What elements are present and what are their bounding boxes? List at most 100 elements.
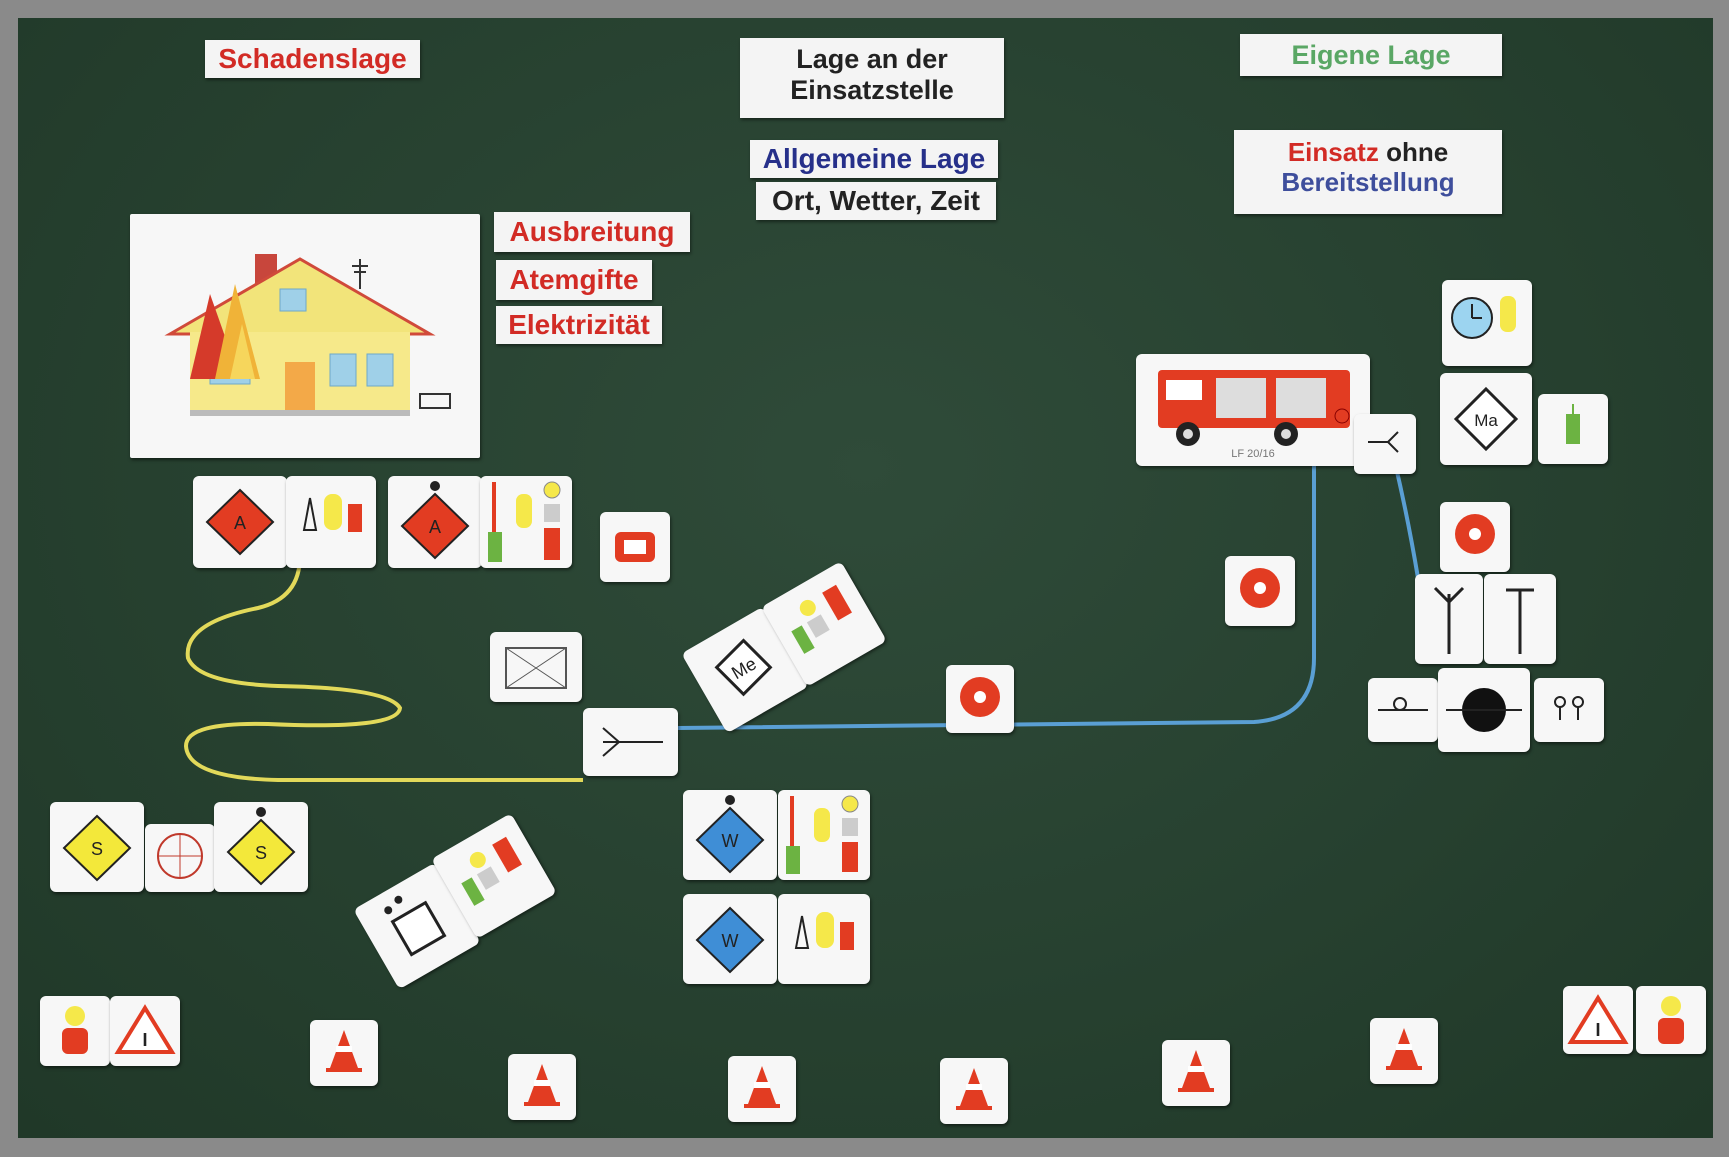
valve-card-middle[interactable]: [946, 665, 1014, 733]
cone-icon: [1386, 1028, 1422, 1070]
label-ausbreitung: Ausbreitung: [494, 212, 690, 252]
cone-card-3[interactable]: [728, 1056, 796, 1122]
unit-w-letter: W: [722, 931, 739, 951]
hydrant-icon: [1446, 688, 1522, 732]
unit-a-letter: A: [234, 513, 246, 533]
unit-w-leader-letter: W: [722, 831, 739, 851]
cone-icon: [524, 1064, 560, 1106]
warning-card-left[interactable]: I: [110, 996, 180, 1066]
unit-ma-letter: Ma: [1474, 411, 1498, 430]
supply-hose-line: [677, 463, 1316, 730]
label-einsatz-ohne-bereitstellung: Einsatz ohne Bereitstellung: [1234, 130, 1502, 214]
reel-icon: [157, 833, 203, 879]
label-allgemeine-lage: Allgemeine Lage: [750, 140, 998, 178]
cone-icon: [326, 1030, 362, 1072]
branch-hose-line: [1393, 462, 1420, 579]
person-card-right[interactable]: [1636, 986, 1706, 1054]
connector-card[interactable]: [1354, 414, 1416, 474]
radio-icon: [1566, 404, 1580, 444]
unit-w-leader-equipment-card[interactable]: [778, 790, 870, 880]
hydrant-key-card[interactable]: [1484, 574, 1556, 664]
label-atemgifte: Atemgifte: [496, 260, 652, 300]
unit-s-leader-card[interactable]: S: [214, 802, 308, 892]
first-aid-kit-card[interactable]: [600, 512, 670, 582]
valve-card-right[interactable]: [1225, 556, 1295, 626]
radio-card-right[interactable]: [1538, 394, 1608, 464]
valve-card-top-right[interactable]: [1440, 502, 1510, 572]
toolbox-card[interactable]: [490, 632, 582, 702]
warning-card-right[interactable]: I: [1563, 986, 1633, 1054]
fire-truck-icon: [1158, 370, 1350, 446]
tactical-board: Schadenslage Lage an der Einsatzstelle A…: [18, 18, 1713, 1138]
cone-icon: [1178, 1050, 1214, 1092]
reel-card[interactable]: [145, 824, 215, 892]
unit-s-letter: S: [91, 839, 103, 859]
radio-icon: [488, 481, 561, 562]
warning-triangle-icon: I: [1567, 994, 1629, 1044]
warning-triangle-icon: I: [114, 1004, 176, 1054]
unit-s-card[interactable]: S: [50, 802, 144, 892]
label-lage-line2: Einsatzstelle: [790, 75, 954, 106]
coupling-card[interactable]: [1534, 678, 1604, 742]
suitcase-icon: [615, 532, 655, 562]
standpipe-card[interactable]: [1415, 574, 1483, 664]
warning-left-letter: I: [142, 1030, 147, 1050]
hose-bridge-card[interactable]: [1368, 678, 1438, 742]
distributor-card[interactable]: [583, 708, 678, 776]
label-ort-wetter-zeit: Ort, Wetter, Zeit: [756, 182, 996, 220]
distributor-icon: [602, 727, 663, 757]
cone-icon: [744, 1066, 780, 1108]
person-icon: [62, 1006, 88, 1054]
unit-empty-card[interactable]: [353, 862, 481, 990]
unit-w-equipment-card[interactable]: [778, 894, 870, 984]
valve-icon: [1455, 514, 1495, 554]
cone-card-1[interactable]: [310, 1020, 378, 1086]
warning-right-letter: I: [1595, 1020, 1600, 1040]
unit-a-leader-card[interactable]: A: [388, 476, 482, 568]
label-bereitstellung: Bereitstellung: [1281, 166, 1455, 197]
label-eigene-lage: Eigene Lage: [1240, 34, 1502, 76]
unit-w-card[interactable]: W: [683, 894, 777, 984]
connector-icon: [1368, 431, 1399, 453]
cone-card-5[interactable]: [1162, 1040, 1230, 1106]
label-einsatz: Einsatz: [1287, 137, 1379, 167]
label-ohne: ohne: [1386, 137, 1449, 167]
house-icon: [164, 254, 451, 416]
unit-me-equipment-card[interactable]: [761, 561, 887, 687]
standpipe-icon: [1433, 586, 1465, 654]
hydrant-key-icon: [1506, 588, 1534, 654]
valve-icon: [960, 677, 1000, 717]
label-schadenslage: Schadenslage: [205, 40, 420, 78]
hose-lines: [183, 462, 1420, 782]
unit-ma-card[interactable]: Ma: [1440, 373, 1532, 465]
unit-a-leader-letter: A: [429, 517, 441, 537]
timer-card[interactable]: [1442, 280, 1532, 366]
unit-w-leader-card[interactable]: W: [683, 790, 777, 880]
breathing-apparatus-card[interactable]: [286, 476, 376, 568]
coupling-icon: [1554, 696, 1584, 720]
unit-empty-equipment-card[interactable]: [431, 813, 557, 939]
house-picture: [130, 214, 480, 458]
hydrant-card[interactable]: [1438, 668, 1530, 752]
suitcase-outline-icon: [505, 647, 567, 689]
person-card-left[interactable]: [40, 996, 110, 1066]
person-icon: [1658, 996, 1684, 1044]
cone-card-6[interactable]: [1370, 1018, 1438, 1084]
label-lage-einsatzstelle: Lage an der Einsatzstelle: [740, 38, 1004, 118]
clock-icon: [1451, 296, 1516, 339]
attack-hose-line: [183, 555, 583, 782]
cone-card-2[interactable]: [508, 1054, 576, 1120]
fire-truck-card[interactable]: LF 20/16: [1136, 354, 1370, 466]
breathing-apparatus-icon: [302, 494, 362, 532]
valve-icon: [1240, 568, 1280, 608]
hose-bridge-icon: [1378, 697, 1428, 711]
fire-truck-caption: LF 20/16: [1231, 448, 1275, 460]
equipment-radio-card[interactable]: [480, 476, 572, 568]
unit-s-leader-letter: S: [255, 843, 267, 863]
label-elektrizitaet: Elektrizität: [496, 306, 662, 344]
unit-a-card[interactable]: A: [193, 476, 287, 568]
cone-card-4[interactable]: [940, 1058, 1008, 1124]
label-lage-line1: Lage an der: [796, 44, 948, 74]
cone-icon: [956, 1068, 992, 1110]
unit-me-card[interactable]: Me: [681, 606, 809, 734]
